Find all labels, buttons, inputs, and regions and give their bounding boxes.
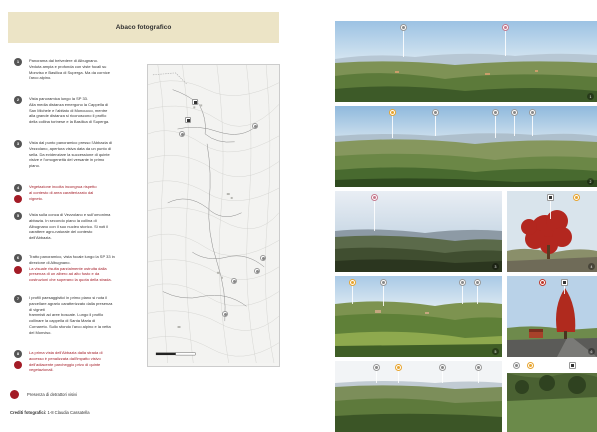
marker-icon: 1	[14, 58, 22, 66]
viewpoint-icon	[432, 109, 439, 116]
map-marker-icon	[185, 117, 191, 123]
right-page: 1 2	[326, 0, 597, 432]
viewpoint-icon	[349, 279, 356, 286]
map-marker-icon	[252, 123, 258, 129]
photo-2: 2	[335, 106, 597, 187]
viewpoint-icon	[400, 24, 407, 31]
entry-5: 5 Vista sulla conca di Vezzolano e sull'…	[14, 212, 149, 241]
marker-icon: 8	[14, 350, 22, 358]
left-page: Abaco fotografico 1 Panorama dal belvede…	[0, 0, 300, 432]
detractor-icon	[14, 361, 22, 369]
viewpoint-icon	[380, 279, 387, 286]
map-marker-icon	[254, 268, 260, 274]
photo-7	[335, 361, 502, 432]
marker-icon: 2	[14, 96, 22, 104]
viewpoint-icon	[539, 279, 546, 286]
entry-3: 3 Vista dal punto panoramico presso l'Ab…	[14, 140, 149, 169]
entry-4: 4 Vegetazione incolta incongrua rispetto…	[14, 184, 149, 203]
viewpoint-icon	[459, 279, 466, 286]
viewpoint-icon	[395, 364, 402, 371]
photo-6: 6	[507, 276, 597, 357]
marker-icon: 3	[14, 140, 22, 148]
title-bar: Abaco fotografico	[8, 12, 279, 43]
marker-icon: 4	[14, 184, 22, 192]
detractor-legend-icon	[10, 390, 19, 399]
viewpoint-icon	[511, 109, 518, 116]
viewpoint-icon	[527, 362, 534, 369]
viewpoint-icon	[513, 362, 520, 369]
marker-icon: 7	[14, 295, 22, 303]
detractor-icon	[14, 195, 22, 203]
viewpoint-icon	[371, 194, 378, 201]
viewpoint-icon	[373, 364, 380, 371]
page-title: Abaco fotografico	[115, 24, 172, 31]
viewpoint-icon	[492, 109, 499, 116]
map-marker-icon	[231, 278, 237, 284]
map-marker-icon	[179, 131, 185, 137]
marker-icon: 6	[14, 254, 22, 262]
marker-icon: 5	[14, 212, 22, 220]
legend: Presenza di detrattori visivi	[10, 390, 77, 399]
viewpoint-icon	[475, 364, 482, 371]
viewpoint-icon	[561, 279, 568, 286]
entry-7: 7 I profili paesaggistici in primo piano…	[14, 295, 149, 336]
map-drawing	[148, 65, 279, 364]
photo-3: 3	[335, 191, 502, 272]
viewpoint-icon	[573, 194, 580, 201]
photo-4: 4	[507, 191, 597, 272]
entry-2: 2 Vista panoramica lungo la SP 33.Alla m…	[14, 96, 149, 125]
viewpoint-icon	[502, 24, 509, 31]
viewpoint-icon	[547, 194, 554, 201]
viewpoint-icon	[529, 109, 536, 116]
entry-1: 1 Panorama dal belvedere di Albugnano.Ve…	[14, 58, 149, 81]
viewpoint-icon	[439, 364, 446, 371]
entry-8: 8 La prima vista dell'Abbazia dalla stra…	[14, 350, 149, 373]
detractor-icon	[14, 266, 22, 274]
credits: Crediti fotografici: 1-8 Claudia Cassate…	[10, 410, 90, 415]
entry-6: 6 Tratto panoramico, vista focale lungo …	[14, 254, 149, 283]
viewpoint-icon	[474, 279, 481, 286]
map-marker-icon	[260, 255, 266, 261]
photo-5: 5	[335, 276, 502, 357]
viewpoint-icon	[569, 362, 576, 369]
map-marker-icon	[222, 311, 228, 317]
map-marker-icon	[192, 99, 198, 105]
topographic-map	[147, 64, 280, 367]
photo-1: 1	[335, 21, 597, 102]
viewpoint-icon	[389, 109, 396, 116]
photo-8	[507, 361, 597, 432]
